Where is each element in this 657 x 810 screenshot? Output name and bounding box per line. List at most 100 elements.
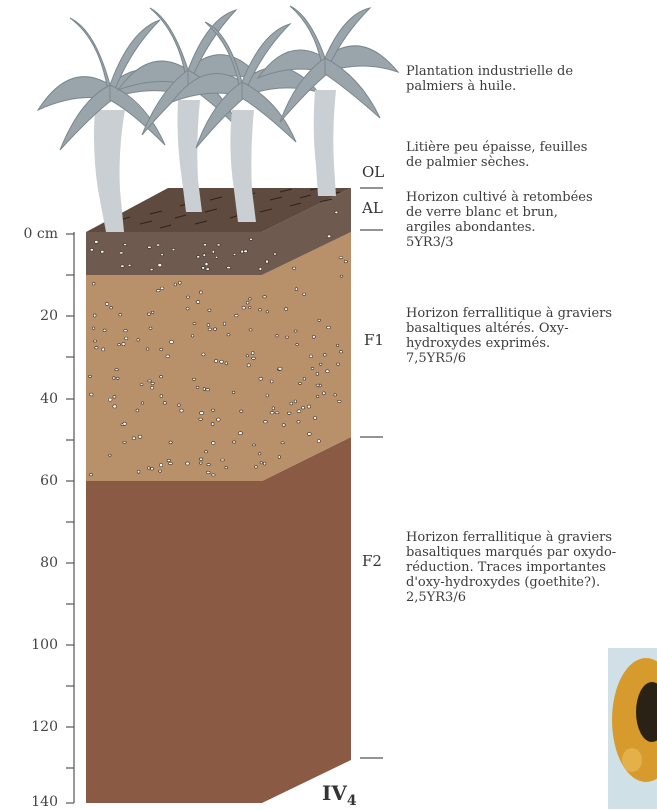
gravel-dot <box>266 260 269 263</box>
gravel-dot <box>249 306 251 308</box>
depth-label-140: 140 <box>0 794 58 810</box>
gravel-dot <box>150 269 153 271</box>
gravel-dot <box>323 354 326 357</box>
gravel-dot <box>334 394 337 396</box>
profile-id: IV4 <box>322 781 357 809</box>
al-line: 5YR3/3 <box>406 235 593 250</box>
gravel-dot <box>140 384 143 386</box>
gravel-dot <box>337 400 341 402</box>
al-line: argiles abondantes. <box>406 220 593 235</box>
gravel-dot <box>172 248 175 250</box>
gravel-dot <box>159 470 162 472</box>
depth-label-20: 20 <box>0 308 58 324</box>
gravel-dot <box>212 441 215 444</box>
gravel-dot <box>340 275 343 277</box>
gravel-dot <box>205 451 208 453</box>
gravel-dot <box>141 402 144 404</box>
gravel-dot <box>299 382 302 384</box>
gravel-dot <box>241 250 244 253</box>
gravel-dot <box>221 459 225 461</box>
gravel-dot <box>271 380 274 383</box>
gravel-dot <box>327 326 331 329</box>
gravel-dot <box>136 409 139 412</box>
gravel-dot <box>132 437 135 440</box>
gravel-dot <box>227 267 231 269</box>
gravel-dot <box>206 389 210 391</box>
gravel-dot <box>160 395 163 398</box>
gravel-dot <box>89 474 92 476</box>
gravel-dot <box>124 330 128 332</box>
gravel-dot <box>168 463 172 465</box>
gravel-dot <box>200 462 203 464</box>
gravel-dot <box>156 244 160 246</box>
gravel-dot <box>193 323 196 325</box>
gravel-dot <box>161 253 164 255</box>
horizon-code-al: AL <box>362 199 383 217</box>
gravel-dot <box>203 254 206 257</box>
gravel-dot <box>105 303 108 306</box>
gravel-dot <box>90 248 93 251</box>
gravel-dot <box>246 355 249 357</box>
gravel-dot <box>180 409 183 412</box>
gravel-dot <box>250 238 253 240</box>
gravel-dot <box>125 337 128 340</box>
gravel-dot <box>160 348 163 350</box>
gravel-dot <box>247 364 250 367</box>
gravel-dot <box>217 418 221 421</box>
gravel-dot <box>322 392 325 395</box>
gravel-dot <box>206 471 210 473</box>
horizon-f1-description: Horizon ferrallitique à graviers basalti… <box>406 306 612 366</box>
f1-line: Horizon ferrallitique à graviers <box>406 306 612 321</box>
depth-label-40: 40 <box>0 391 58 407</box>
gravel-dot <box>211 474 215 476</box>
gravel-dot <box>297 410 301 413</box>
gravel-dot <box>170 340 174 343</box>
gravel-dot <box>163 402 166 405</box>
gravel-dot <box>223 322 226 325</box>
gravel-dot <box>207 324 210 327</box>
gravel-dot <box>316 384 320 386</box>
gravel-dot <box>293 267 296 269</box>
gravel-dot <box>122 343 125 346</box>
gravel-dot <box>123 422 126 425</box>
gravel-dot <box>318 319 321 321</box>
gravel-dot <box>205 263 208 266</box>
gravel-dot <box>220 360 224 363</box>
gravel-dot <box>110 307 113 309</box>
gravel-dot <box>287 412 291 414</box>
gravel-dot <box>207 464 210 466</box>
gravel-dot <box>128 264 131 266</box>
f2-line: d'oxy-hydroxydes (goethite?). <box>406 575 616 590</box>
gravel-dot <box>101 250 104 253</box>
gravel-dot <box>282 424 285 427</box>
horizon-ol-description: Litière peu épaisse, feuilles de palmier… <box>406 140 587 170</box>
gravel-dot <box>227 334 230 336</box>
gravel-dot <box>115 369 119 371</box>
horizon-code-f2: F2 <box>362 552 382 570</box>
gravel-dot <box>147 313 150 315</box>
gravel-dot <box>200 412 204 415</box>
f2-line: basaltiques marqués par oxydo- <box>406 545 616 560</box>
gravel-dot <box>232 391 235 393</box>
gravel-dot <box>233 441 236 443</box>
gravel-dot <box>278 367 282 370</box>
gravel-dot <box>275 412 279 414</box>
gravel-dot <box>148 246 152 248</box>
f2-line: Horizon ferrallitique à graviers <box>406 530 616 545</box>
gravel-dot <box>303 293 306 296</box>
gravel-dot <box>316 372 319 375</box>
gravel-dot <box>294 400 297 403</box>
gravel-dot <box>249 298 252 300</box>
depth-label-100: 100 <box>0 637 58 653</box>
gravel-dot <box>339 257 343 259</box>
gravel-dot <box>93 340 96 342</box>
gravel-dot <box>138 435 142 438</box>
gravel-dot <box>274 253 277 255</box>
gravel-dot <box>113 377 115 380</box>
ol-line: de palmier sèches. <box>406 155 587 170</box>
depth-label-0: 0 cm <box>0 226 58 242</box>
gravel-dot <box>191 335 193 338</box>
gravel-dot <box>192 378 195 380</box>
depth-label-60: 60 <box>0 473 58 489</box>
gravel-dot <box>196 386 199 388</box>
